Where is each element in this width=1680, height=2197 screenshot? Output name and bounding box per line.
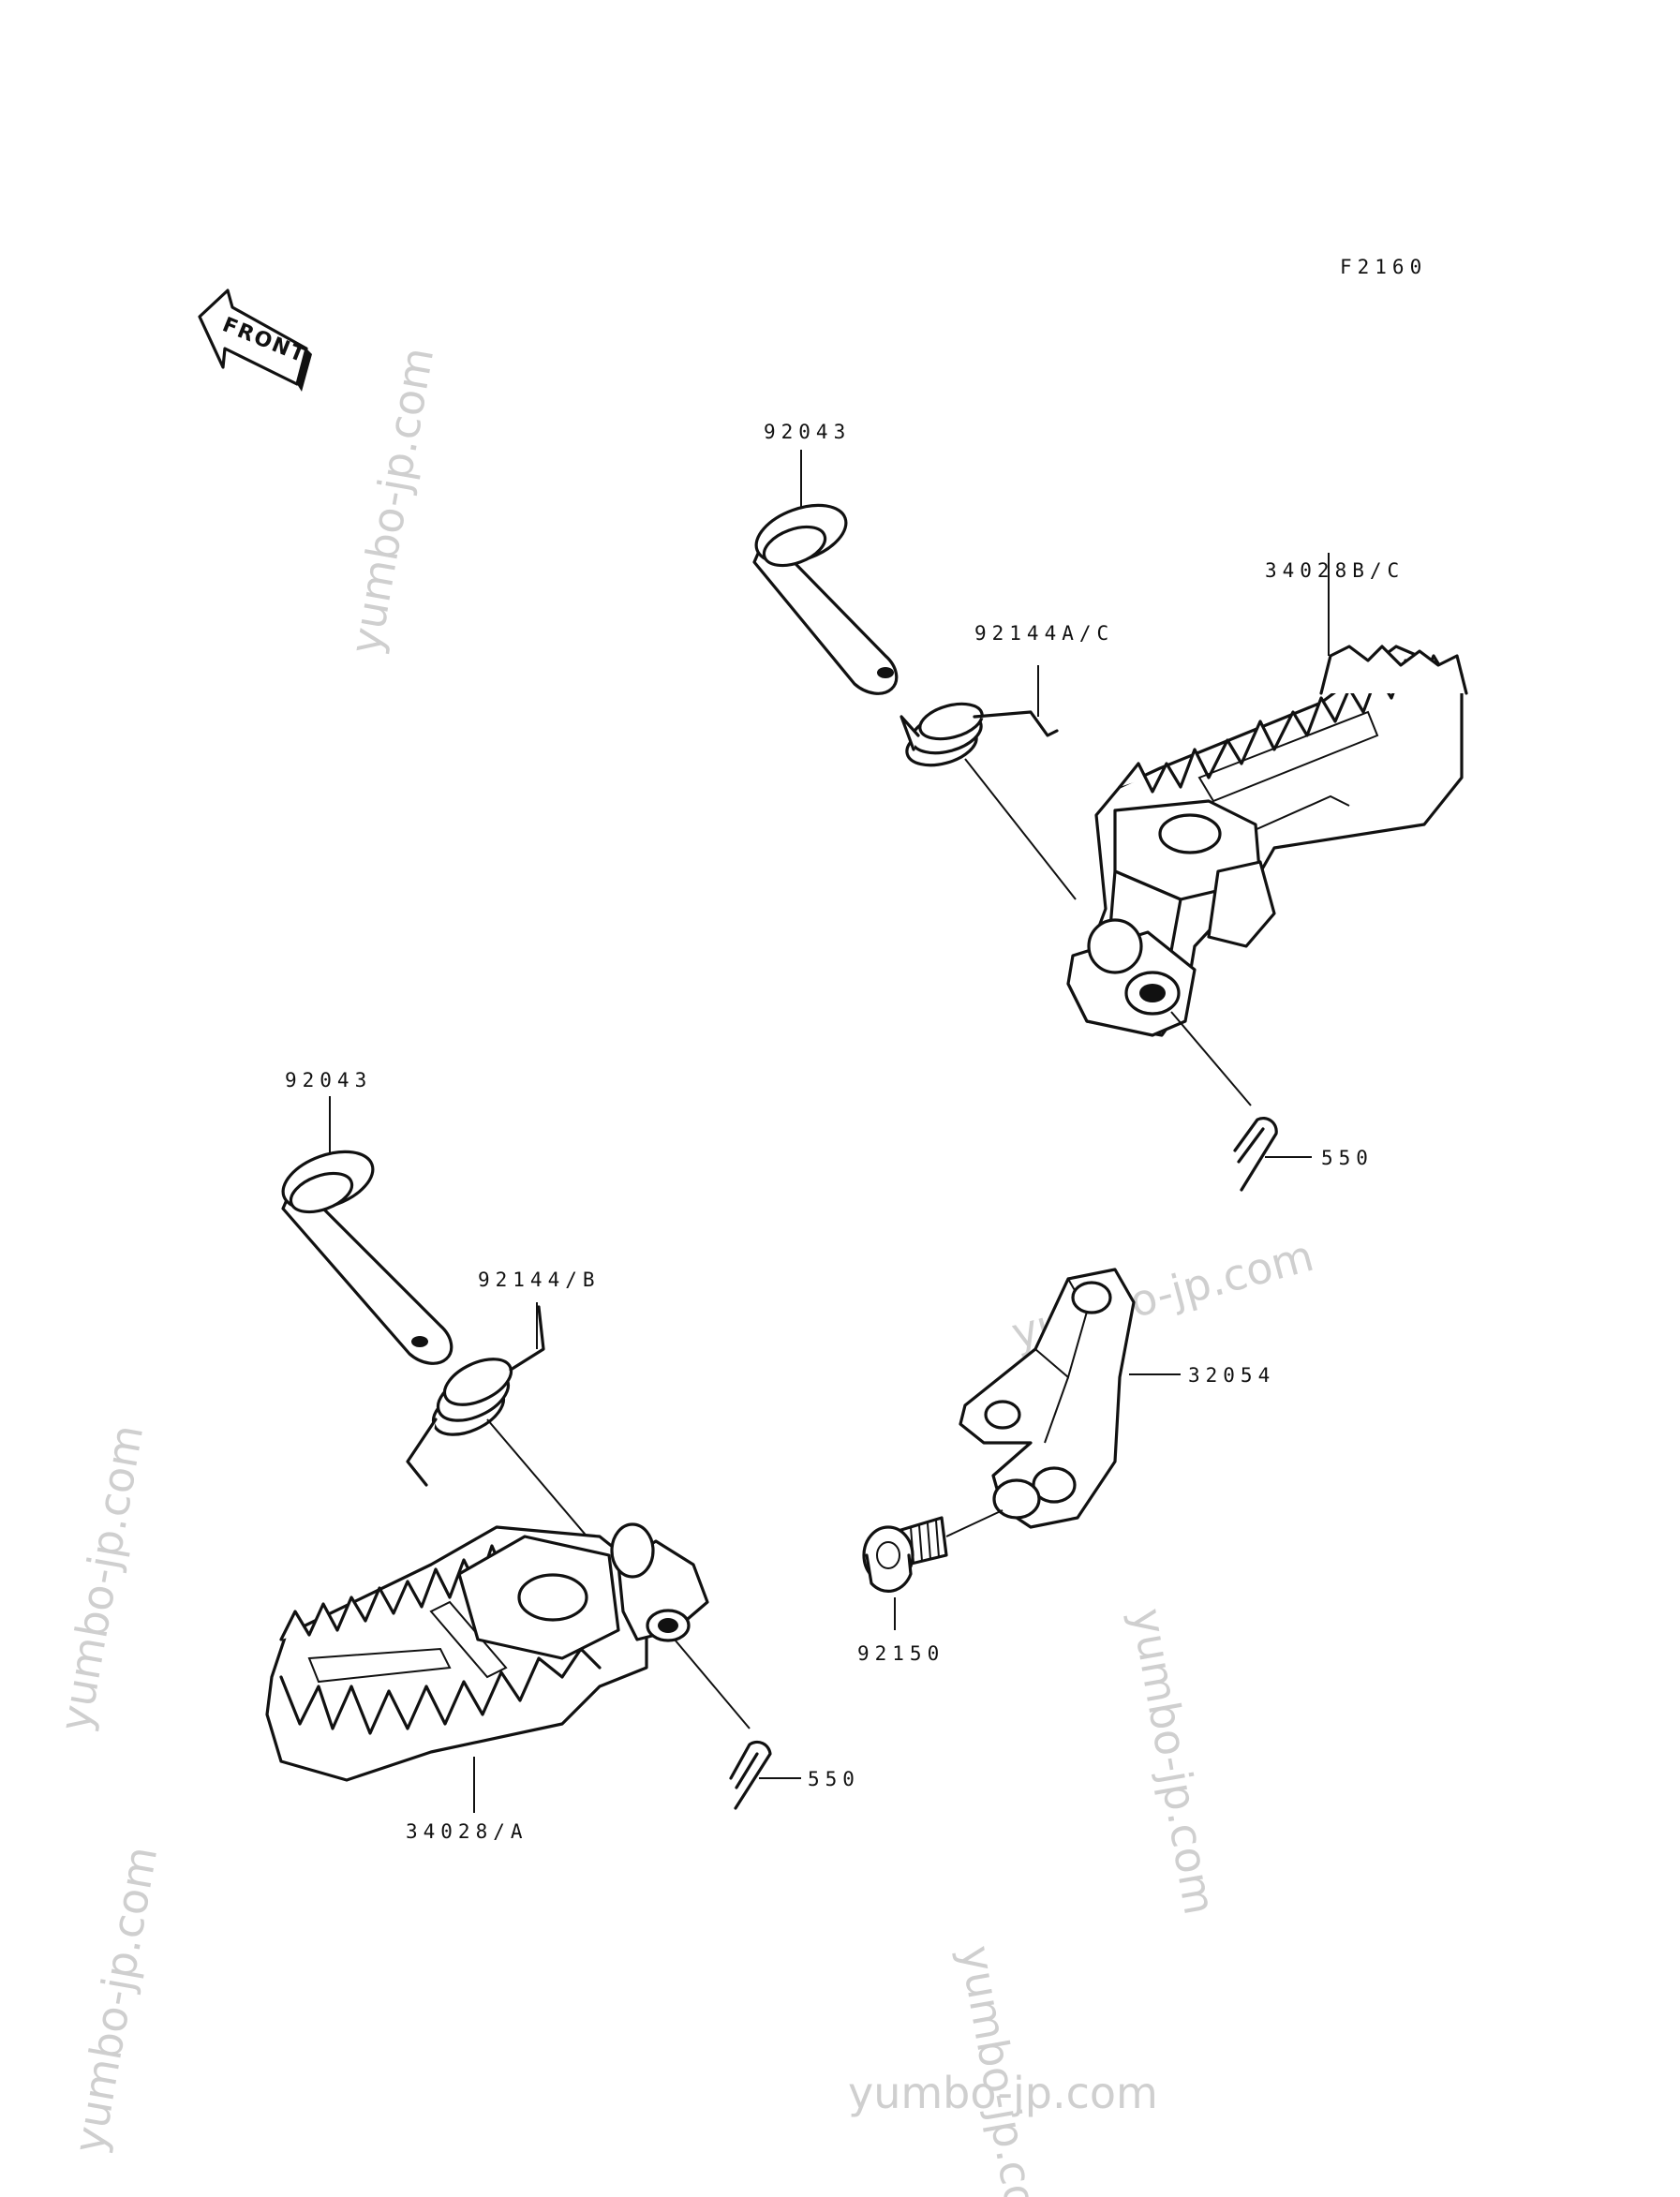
pivot-pin-lower: [281, 1096, 453, 1365]
bolt: [862, 1509, 1004, 1630]
spring-upper: [899, 665, 1077, 900]
callout-cotter-pin-lower: 550: [808, 1768, 860, 1790]
watermark: yumbo-jp.com: [50, 1421, 154, 1735]
watermark: yumbo-jp.com: [848, 2068, 1158, 2118]
cotter-pin-lower: [674, 1639, 801, 1810]
footpeg-lower: [265, 1522, 709, 1813]
watermark: yumbo-jp.com: [1122, 1605, 1226, 1919]
watermark: yumbo-jp.com: [64, 1843, 168, 2157]
callout-pivot-pin-lower: 92043: [285, 1069, 372, 1091]
callout-bracket: 32054: [1188, 1364, 1275, 1387]
callout-footpeg-upper: 34028B/C: [1265, 559, 1405, 582]
spring-lower: [406, 1302, 612, 1566]
bracket: [959, 1268, 1181, 1529]
pivot-pin-upper: [752, 450, 899, 695]
footpeg-upper: [1066, 553, 1468, 1037]
watermark: yumbo-jp.com: [340, 344, 444, 658]
callout-footpeg-lower: 34028/A: [406, 1820, 528, 1843]
figure-code: F2160: [1340, 256, 1427, 278]
callout-pivot-pin-upper: 92043: [764, 421, 851, 443]
callout-spring-lower: 92144/B: [478, 1269, 601, 1291]
cotter-pin-upper: [1170, 1011, 1312, 1192]
callout-spring-upper: 92144A/C: [974, 622, 1114, 645]
watermarks: yumbo-jp.com yumbo-jp.com yumbo-jp.com y…: [50, 344, 1319, 2197]
callout-cotter-pin-upper: 550: [1321, 1147, 1374, 1169]
front-arrow-icon: FRONT: [198, 289, 312, 392]
callout-bolt: 92150: [857, 1642, 944, 1665]
